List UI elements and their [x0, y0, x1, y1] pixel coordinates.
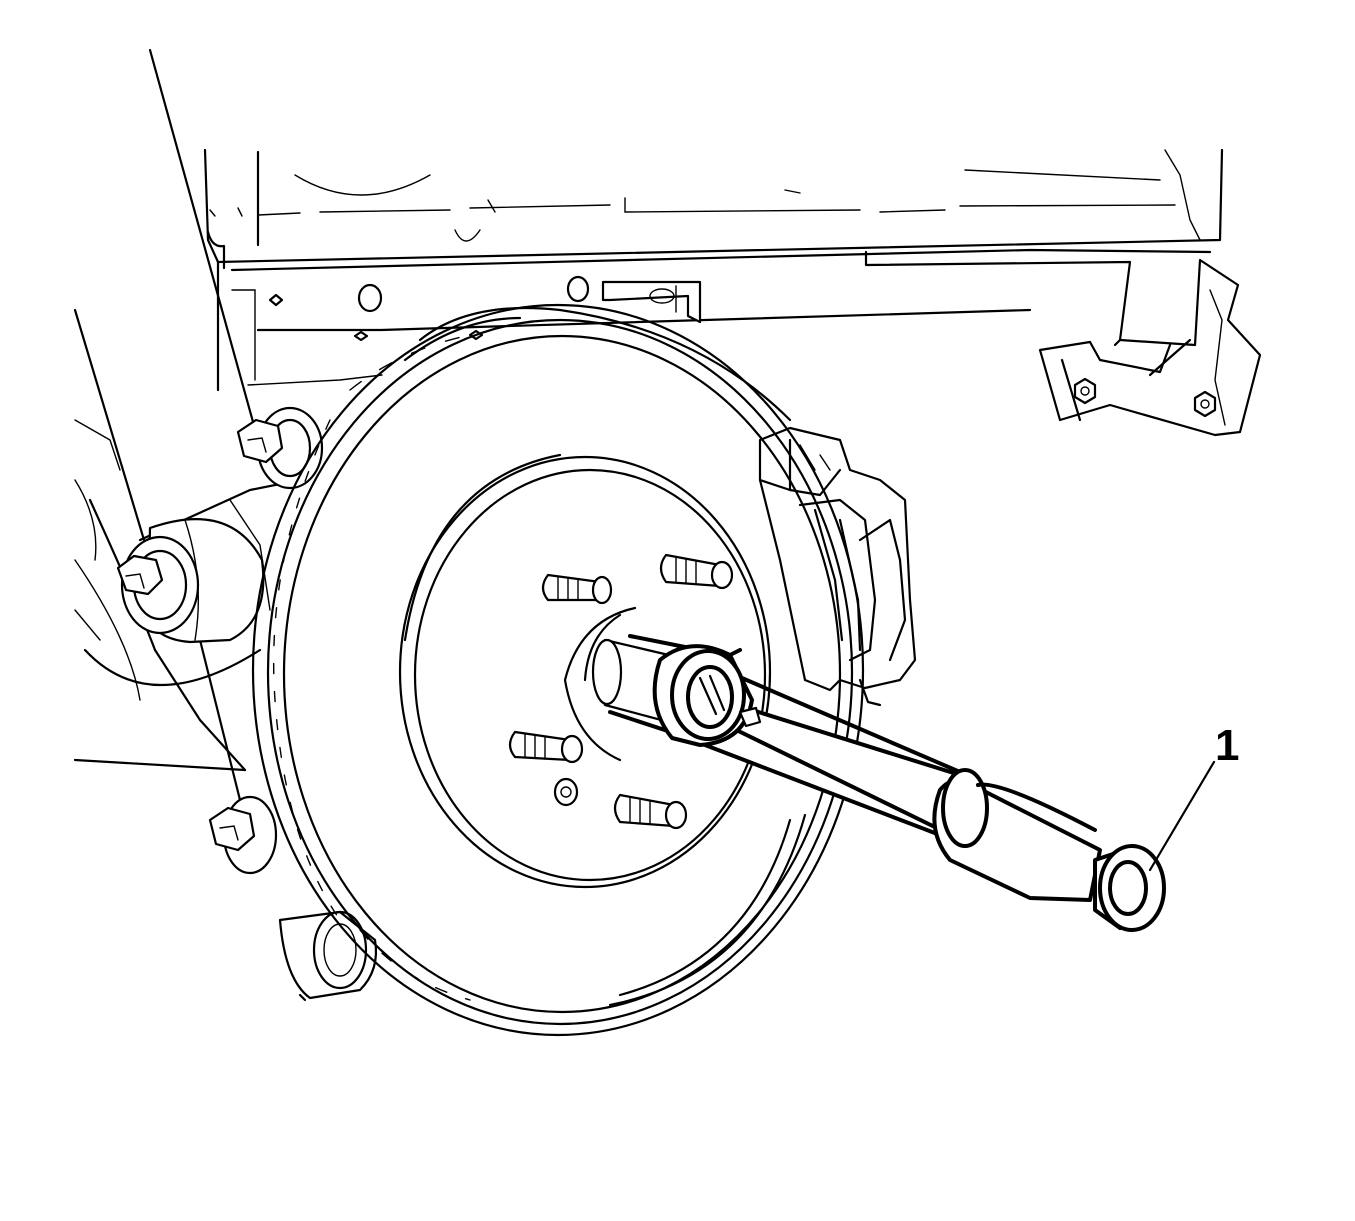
torque-wrench	[591, 634, 1166, 932]
body-mount-bracket	[864, 250, 1262, 437]
brake-rotor	[251, 303, 865, 1037]
wheel-stud	[508, 730, 584, 764]
callout-label-1: 1	[1215, 721, 1239, 770]
callout-leader-line	[1148, 760, 1216, 872]
suspension-arms	[73, 48, 378, 1002]
wheel-stud	[659, 553, 734, 590]
vehicle-frame	[203, 148, 1224, 392]
wheel-stud	[613, 793, 688, 830]
callout-1: 1	[1148, 721, 1239, 872]
wheel-stud	[541, 573, 613, 605]
